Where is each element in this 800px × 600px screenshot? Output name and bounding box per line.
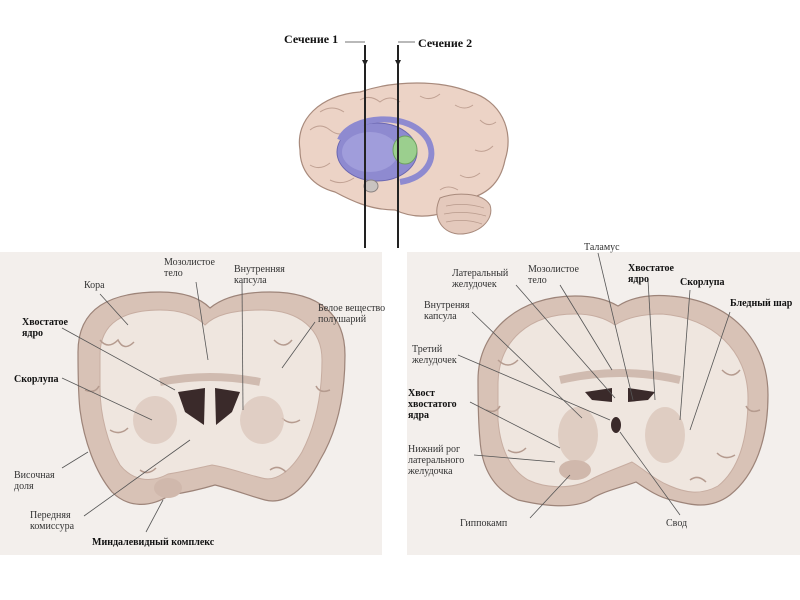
label-caudate-right: Хвостатое ядро [628,263,674,285]
label-anterior-commissure: Передняя комиссура [30,510,75,532]
label-white-matter: Белое вещество полушарий [318,303,386,325]
lateral-brain-view [298,41,509,248]
label-caudate-tail: Хвост хвостатого ядра [408,388,457,421]
label-internal-capsule-right: Внутреняя капсула [424,300,470,322]
right-coronal-section [477,294,769,507]
label-fornix: Свод [666,518,688,529]
label-corpus-callosum-left: Мозолистое тело [164,257,215,279]
section-2-label: Сечение 2 [418,36,473,50]
label-thalamus: Таламус [584,242,620,253]
label-internal-capsule-left: Внутренняя капсула [234,264,285,286]
label-inferior-horn: Нижний рог латерального желудочка [408,444,465,477]
label-lateral-ventricle: Латеральный желудочек [452,268,509,290]
label-cortex-left: Кора [84,280,105,291]
label-third-ventricle: Третий желудочек [412,344,457,366]
label-hippocampus: Гиппокамп [460,518,508,529]
label-putamen-left: Скорлупа [14,374,59,385]
section-1-label: Сечение 1 [284,32,339,46]
left-coronal-section [77,291,346,505]
label-caudate-left: Хвостатое ядро [22,317,68,339]
leader-lines [61,252,731,533]
label-putamen-right: Скорлупа [680,277,725,288]
label-globus-pallidus: Бледный шар [730,298,793,309]
label-temporal-lobe: Височная доля [14,470,55,492]
label-corpus-callosum-right: Мозолистое тело [528,264,579,286]
label-amygdala: Миндалевидный комплекс [92,537,215,548]
